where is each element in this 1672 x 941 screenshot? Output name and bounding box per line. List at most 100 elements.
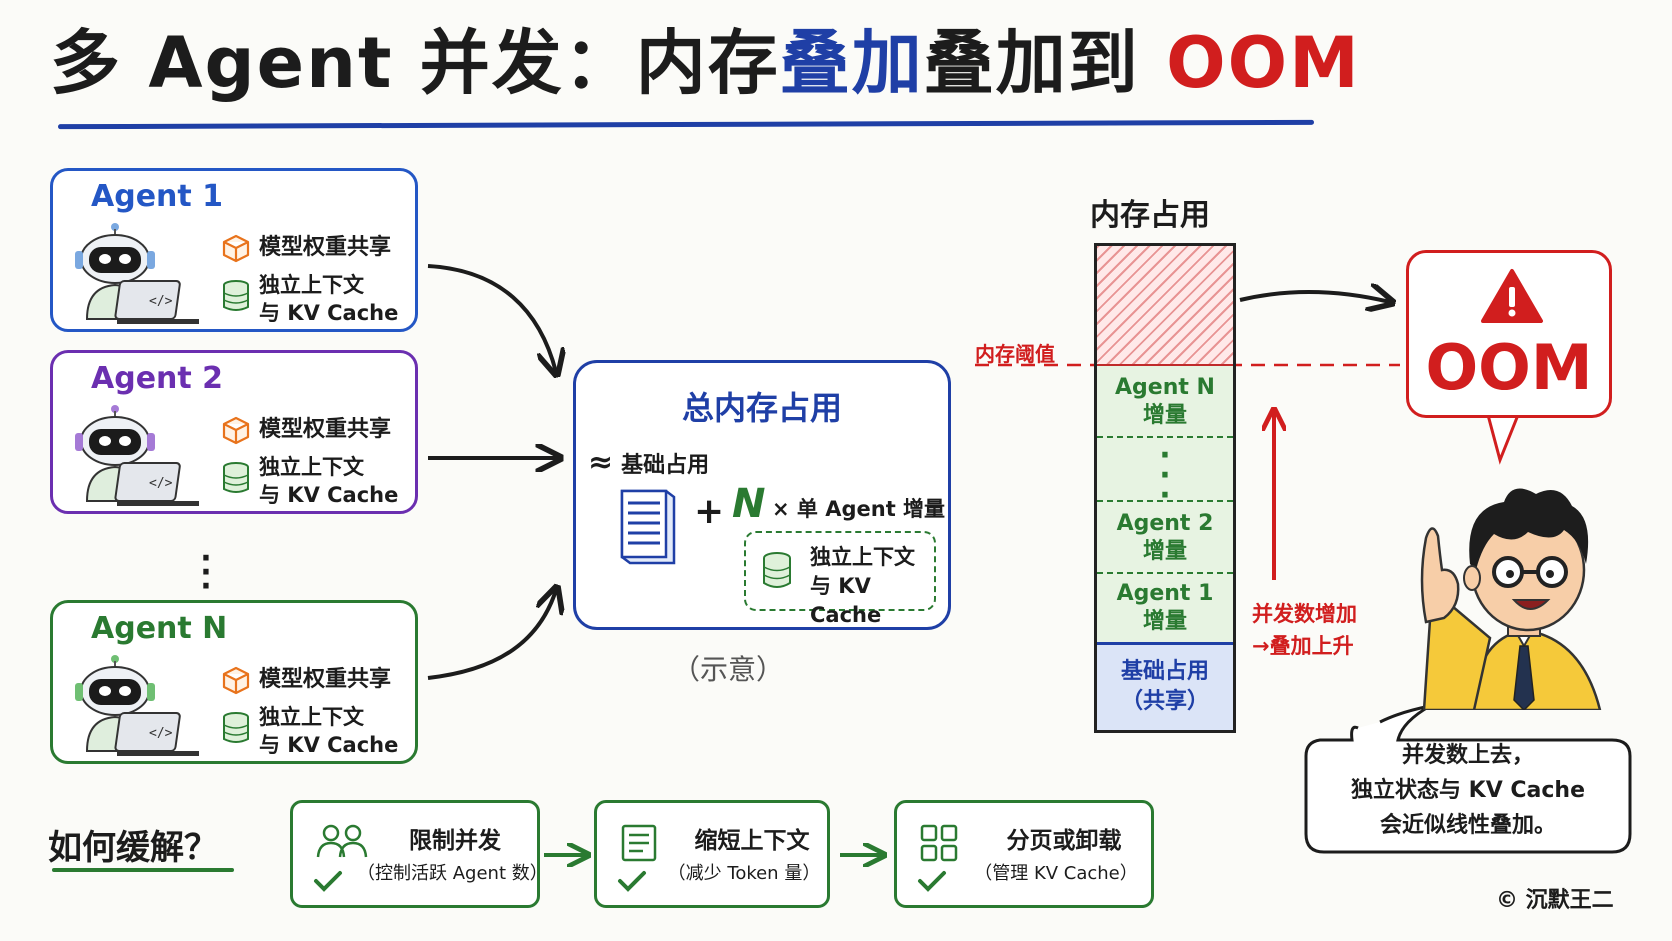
total-memory-box: 总内存占用 ≈ 基础占用 + N × 单 Agent 增量 独立上下文与 KV C… bbox=[573, 360, 951, 630]
checkmark-icon bbox=[918, 871, 946, 892]
segment-label: Agent 2 bbox=[1116, 511, 1214, 536]
segment-label: 基础占用 bbox=[1120, 659, 1209, 684]
mitigation-item-title: 缩短上下文 bbox=[694, 828, 810, 854]
agent-card-2: Agent 2 </> 模型权重共享 独立上下文与 KV Cache bbox=[50, 350, 418, 514]
segment-agent-2: Agent 2 增量 bbox=[1097, 502, 1233, 574]
mitigation-card-paging-offload: 分页或卸载 （管理 KV Cache） bbox=[894, 800, 1154, 908]
arrow-agent1-to-total bbox=[427, 264, 556, 372]
robot-icon: </> bbox=[75, 223, 199, 324]
mitigation-underline bbox=[52, 868, 234, 872]
title-part4: OOM bbox=[1166, 22, 1361, 104]
title-part2: 叠加 bbox=[779, 22, 924, 104]
mitigation-item-title: 分页或卸载 bbox=[1006, 828, 1122, 854]
kv-cache-text: 独立上下文与 KV Cache bbox=[810, 543, 934, 630]
feature-line2: 与 KV Cache bbox=[259, 301, 399, 325]
presenter-illustration bbox=[1420, 488, 1602, 710]
feature-label: 模型权重共享 bbox=[259, 235, 392, 260]
svg-text:</>: </> bbox=[149, 726, 173, 741]
segment-sublabel: 增量 bbox=[1142, 539, 1187, 564]
server-icon bbox=[620, 489, 676, 565]
arrow-bar-to-oom bbox=[1239, 292, 1390, 302]
kv-line2: 与 KV Cache bbox=[810, 574, 882, 627]
feature-shared-weights: 模型权重共享 bbox=[221, 411, 391, 445]
segment-label: Agent 1 bbox=[1116, 581, 1214, 606]
title-part1: 多 Agent 并发：内存 bbox=[50, 22, 780, 104]
segment-ellipsis: ··· bbox=[1097, 438, 1233, 511]
svg-text:</>: </> bbox=[149, 294, 173, 309]
feature-independent-context: 独立上下文与 KV Cache bbox=[221, 271, 398, 327]
per-agent-increment: × 单 Agent 增量 bbox=[772, 497, 946, 521]
agent-name: Agent 1 bbox=[91, 179, 224, 214]
cube-icon bbox=[222, 416, 250, 445]
warning-icon bbox=[1481, 269, 1543, 323]
kv-line1: 独立上下文 bbox=[810, 545, 915, 569]
plus-sign: + bbox=[694, 491, 725, 532]
agent-card-n: Agent N </> 模型权重共享 独立上下文与 KV Cache bbox=[50, 600, 418, 764]
feature-line1: 独立上下文 bbox=[259, 705, 364, 729]
base-usage-row: ≈ 基础占用 bbox=[588, 445, 709, 480]
database-icon bbox=[223, 712, 249, 743]
illustration-caption: （示意） bbox=[672, 653, 785, 686]
oom-alert-box: OOM bbox=[1406, 250, 1612, 418]
title-part3: 叠加到 bbox=[923, 22, 1167, 104]
mitigation-item-title: 限制并发 bbox=[409, 828, 501, 854]
feature-independent-context: 独立上下文与 KV Cache bbox=[221, 703, 398, 759]
robot-icon: </> bbox=[75, 405, 199, 506]
segment-base: 基础占用 （共享） bbox=[1097, 642, 1233, 730]
database-icon bbox=[763, 552, 791, 588]
svg-text:</>: </> bbox=[149, 476, 173, 491]
feature-label: 模型权重共享 bbox=[259, 667, 392, 692]
feature-shared-weights: 模型权重共享 bbox=[221, 661, 391, 695]
feature-line2: 与 KV Cache bbox=[259, 483, 399, 507]
feature-label: 模型权重共享 bbox=[259, 417, 392, 442]
concurrency-increase-label: 并发数增加 →叠加上升 bbox=[1252, 598, 1357, 662]
cube-icon bbox=[222, 234, 250, 263]
n-symbol: N bbox=[732, 481, 766, 527]
checkmark-icon bbox=[314, 871, 342, 892]
feature-independent-context: 独立上下文与 KV Cache bbox=[221, 453, 398, 509]
checkmark-icon bbox=[618, 871, 646, 892]
speech-line3: 会近似线性叠加。 bbox=[1379, 813, 1556, 838]
kv-cache-dashed-box: 独立上下文与 KV Cache bbox=[744, 531, 936, 627]
cube-icon bbox=[222, 666, 250, 695]
segment-sublabel: （共享） bbox=[1120, 689, 1209, 714]
memory-usage-title: 内存占用 bbox=[1090, 198, 1210, 233]
agent-name: Agent 2 bbox=[91, 361, 224, 396]
feature-line1: 独立上下文 bbox=[259, 273, 364, 297]
mitigation-title: 如何缓解？ bbox=[48, 828, 218, 868]
increase-line1: 并发数增加 bbox=[1252, 602, 1357, 626]
users-icon bbox=[316, 824, 368, 858]
base-usage-label: 基础占用 bbox=[621, 453, 710, 478]
database-icon bbox=[223, 462, 249, 493]
title-underline bbox=[57, 119, 1315, 130]
agent-card-1: Agent 1 </> 模型权重共享 独立上下文与 KV Cache bbox=[50, 168, 418, 332]
mitigation-card-limit-concurrency: 限制并发 （控制活跃 Agent 数） bbox=[290, 800, 548, 908]
memory-threshold-label: 内存阈值 bbox=[975, 342, 1055, 366]
speech-line1: 并发数上去， bbox=[1401, 743, 1534, 768]
agent-name: Agent N bbox=[91, 611, 228, 646]
copyright-label: © 沉默王二 bbox=[1496, 888, 1614, 913]
mitigation-item-sub: （减少 Token 量） bbox=[667, 863, 821, 884]
segment-agent-1: Agent 1 增量 bbox=[1097, 574, 1233, 642]
mitigation-card-shorten-context: 缩短上下文 （减少 Token 量） bbox=[594, 800, 830, 908]
document-icon bbox=[621, 824, 657, 862]
increase-line2: →叠加上升 bbox=[1252, 634, 1354, 658]
speech-line2: 独立状态与 KV Cache bbox=[1350, 778, 1585, 803]
segment-label: Agent N bbox=[1115, 375, 1215, 400]
oom-label: OOM bbox=[1425, 331, 1593, 404]
feature-line1: 独立上下文 bbox=[259, 455, 364, 479]
speech-bubble-text: 并发数上去， 独立状态与 KV Cache 会近似线性叠加。 bbox=[1318, 738, 1618, 843]
arrow-agentn-to-total bbox=[427, 590, 556, 680]
vertical-ellipsis: ··· bbox=[200, 541, 212, 604]
robot-icon: </> bbox=[75, 655, 199, 756]
approx-symbol: ≈ bbox=[588, 445, 614, 480]
feature-line2: 与 KV Cache bbox=[259, 733, 399, 757]
feature-shared-weights: 模型权重共享 bbox=[221, 229, 391, 263]
grid-icon bbox=[920, 824, 958, 862]
oom-bubble-tail bbox=[1486, 414, 1520, 465]
total-memory-title: 总内存占用 bbox=[681, 389, 842, 427]
mitigation-item-sub: （控制活跃 Agent 数） bbox=[357, 863, 548, 884]
segment-sublabel: 增量 bbox=[1142, 609, 1187, 634]
